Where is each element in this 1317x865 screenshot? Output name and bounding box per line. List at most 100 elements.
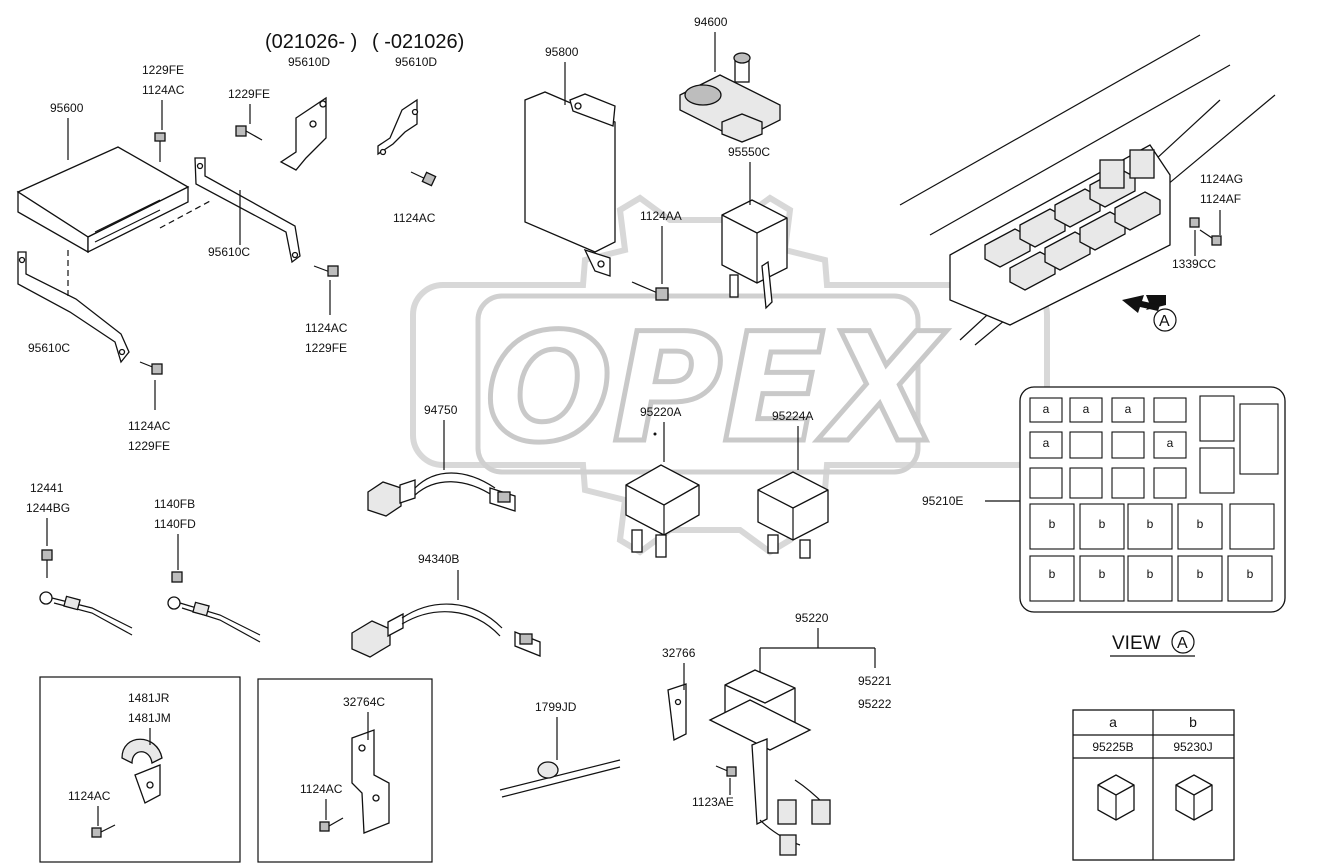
fuse-cell-b-9: b xyxy=(1247,567,1254,581)
bracket-32764c[interactable] xyxy=(351,729,390,834)
bolt-1123ae[interactable] xyxy=(715,765,737,777)
ground-cable-12441[interactable] xyxy=(39,549,133,636)
fuse-box-installed[interactable] xyxy=(899,34,1276,346)
label-94600: 94600 xyxy=(694,15,728,29)
label-95220: 95220 xyxy=(795,611,829,625)
label-1229fe-c: 1229FE xyxy=(305,341,347,355)
relay-legend-table xyxy=(1072,709,1235,861)
label-1244bg: 1244BG xyxy=(26,501,70,515)
label-95224a: 95224A xyxy=(772,409,813,423)
label-32766: 32766 xyxy=(662,646,696,660)
label-1124af: 1124AF xyxy=(1200,192,1241,206)
watermark-text: OPEX xyxy=(485,302,947,476)
label-1229fe-b: 1229FE xyxy=(228,87,270,101)
label-1124ac-d: 1124AC xyxy=(128,419,171,433)
clamp-1481jr[interactable] xyxy=(121,738,163,804)
fuse-cell-b-4: b xyxy=(1197,517,1204,531)
bolt-1124ac-1229fe-mid[interactable] xyxy=(313,265,339,277)
bracket-95610d-left[interactable] xyxy=(279,96,327,171)
bolt-1229fe-right[interactable] xyxy=(235,125,263,141)
label-1229fe-d: 1229FE xyxy=(128,439,170,453)
fuse-cell-a-2: a xyxy=(1083,402,1090,416)
relay-assembly-95220[interactable] xyxy=(708,669,831,856)
ecu-module-95600[interactable] xyxy=(16,146,190,254)
label-95221: 95221 xyxy=(858,674,892,688)
label-95210e: 95210E xyxy=(922,494,963,508)
ground-cable-1140fb[interactable] xyxy=(167,571,261,643)
label-1124aa: 1124AA xyxy=(640,209,682,223)
label-95800: 95800 xyxy=(545,45,579,59)
fuse-cell-b-3: b xyxy=(1147,517,1154,531)
label-94750: 94750 xyxy=(424,403,458,417)
label-94340b: 94340B xyxy=(418,552,459,566)
label-95220a: 95220A xyxy=(640,405,681,419)
fuse-cell-b-5: b xyxy=(1049,567,1056,581)
relay-95224a[interactable] xyxy=(757,471,829,559)
fuse-box-view-a[interactable]: a a a a a b b b b b b b b b xyxy=(1019,386,1286,613)
label-1481jr: 1481JR xyxy=(128,691,170,705)
nut-1339cc[interactable] xyxy=(1189,217,1200,228)
sensor-94340b[interactable] xyxy=(351,603,541,658)
fuse-cell-b-7: b xyxy=(1147,567,1154,581)
label-1140fd: 1140FD xyxy=(154,517,196,531)
label-1124ag: 1124AG xyxy=(1200,172,1243,186)
label-1799jd: 1799JD xyxy=(535,700,577,714)
fuse-cell-b-1: b xyxy=(1049,517,1056,531)
label-1124ac-a: 1124AC xyxy=(142,83,185,97)
label-1124ac-f: 1124AC xyxy=(300,782,343,796)
label-1124ac-c: 1124AC xyxy=(305,321,348,335)
bolt-1124aa[interactable] xyxy=(631,281,669,301)
fuse-cell-a-5: a xyxy=(1167,436,1174,450)
bracket-95610c-top[interactable] xyxy=(194,157,301,264)
fuse-cell-b-2: b xyxy=(1099,517,1106,531)
label-95610c-bottom: 95610C xyxy=(28,341,70,355)
legend-col-a: a xyxy=(1109,714,1117,730)
inset-box-bracket xyxy=(257,678,433,863)
label-1229fe-a: 1229FE xyxy=(142,63,184,77)
fuse-cell-a-4: a xyxy=(1043,436,1050,450)
label-95222: 95222 xyxy=(858,697,892,711)
bracket-95610c-bottom[interactable] xyxy=(17,251,130,364)
bolt-1124ag-1124af[interactable] xyxy=(1199,229,1222,246)
label-95550c: 95550C xyxy=(728,145,770,159)
legend-col-b: b xyxy=(1189,714,1197,730)
date-range-right: ( -021026) xyxy=(372,31,464,53)
relay-95550c[interactable] xyxy=(721,199,788,310)
legend-part-a: 95225B xyxy=(1092,740,1133,754)
inset-box-clamp xyxy=(39,676,241,863)
bolt-1124ac-top[interactable] xyxy=(410,171,437,187)
watermark: OPEX xyxy=(410,194,1050,556)
terminal-block-94600[interactable] xyxy=(679,52,781,143)
bracket-32766[interactable] xyxy=(667,683,687,741)
date-range-left: (021026- ) xyxy=(265,31,357,53)
label-95600: 95600 xyxy=(50,101,84,115)
fuse-cell-b-8: b xyxy=(1197,567,1204,581)
bolt-1124ac-bracket[interactable] xyxy=(319,817,344,832)
label-95610c-top: 95610C xyxy=(208,245,250,259)
label-32764c: 32764C xyxy=(343,695,385,709)
view-a-title-letter: A xyxy=(1177,635,1188,652)
cable-tie-1799jd[interactable] xyxy=(499,759,621,798)
bracket-95610d-right[interactable] xyxy=(377,98,419,156)
relay-95220a[interactable] xyxy=(625,464,700,558)
bolt-1229fe-1124ac[interactable] xyxy=(154,132,166,162)
label-95610d-left: 95610D xyxy=(288,55,330,69)
label-1124ac-e: 1124AC xyxy=(68,789,111,803)
module-95800[interactable] xyxy=(524,91,616,277)
fuse-cell-a-1: a xyxy=(1043,402,1050,416)
label-1123ae: 1123AE xyxy=(692,795,734,809)
label-95610d-right: 95610D xyxy=(395,55,437,69)
fuse-cell-a-3: a xyxy=(1125,402,1132,416)
legend-part-b: 95230J xyxy=(1173,740,1212,754)
sensor-94750[interactable] xyxy=(367,472,516,517)
bolt-1124ac-1229fe-low[interactable] xyxy=(139,361,163,375)
label-1481jm: 1481JM xyxy=(128,711,171,725)
label-1339cc: 1339CC xyxy=(1172,257,1216,271)
view-a-title: VIEW xyxy=(1112,633,1161,654)
label-12441: 12441 xyxy=(30,481,64,495)
label-1140fb: 1140FB xyxy=(154,497,195,511)
fuse-cell-b-6: b xyxy=(1099,567,1106,581)
bolt-1124ac-clamp[interactable] xyxy=(91,824,116,838)
